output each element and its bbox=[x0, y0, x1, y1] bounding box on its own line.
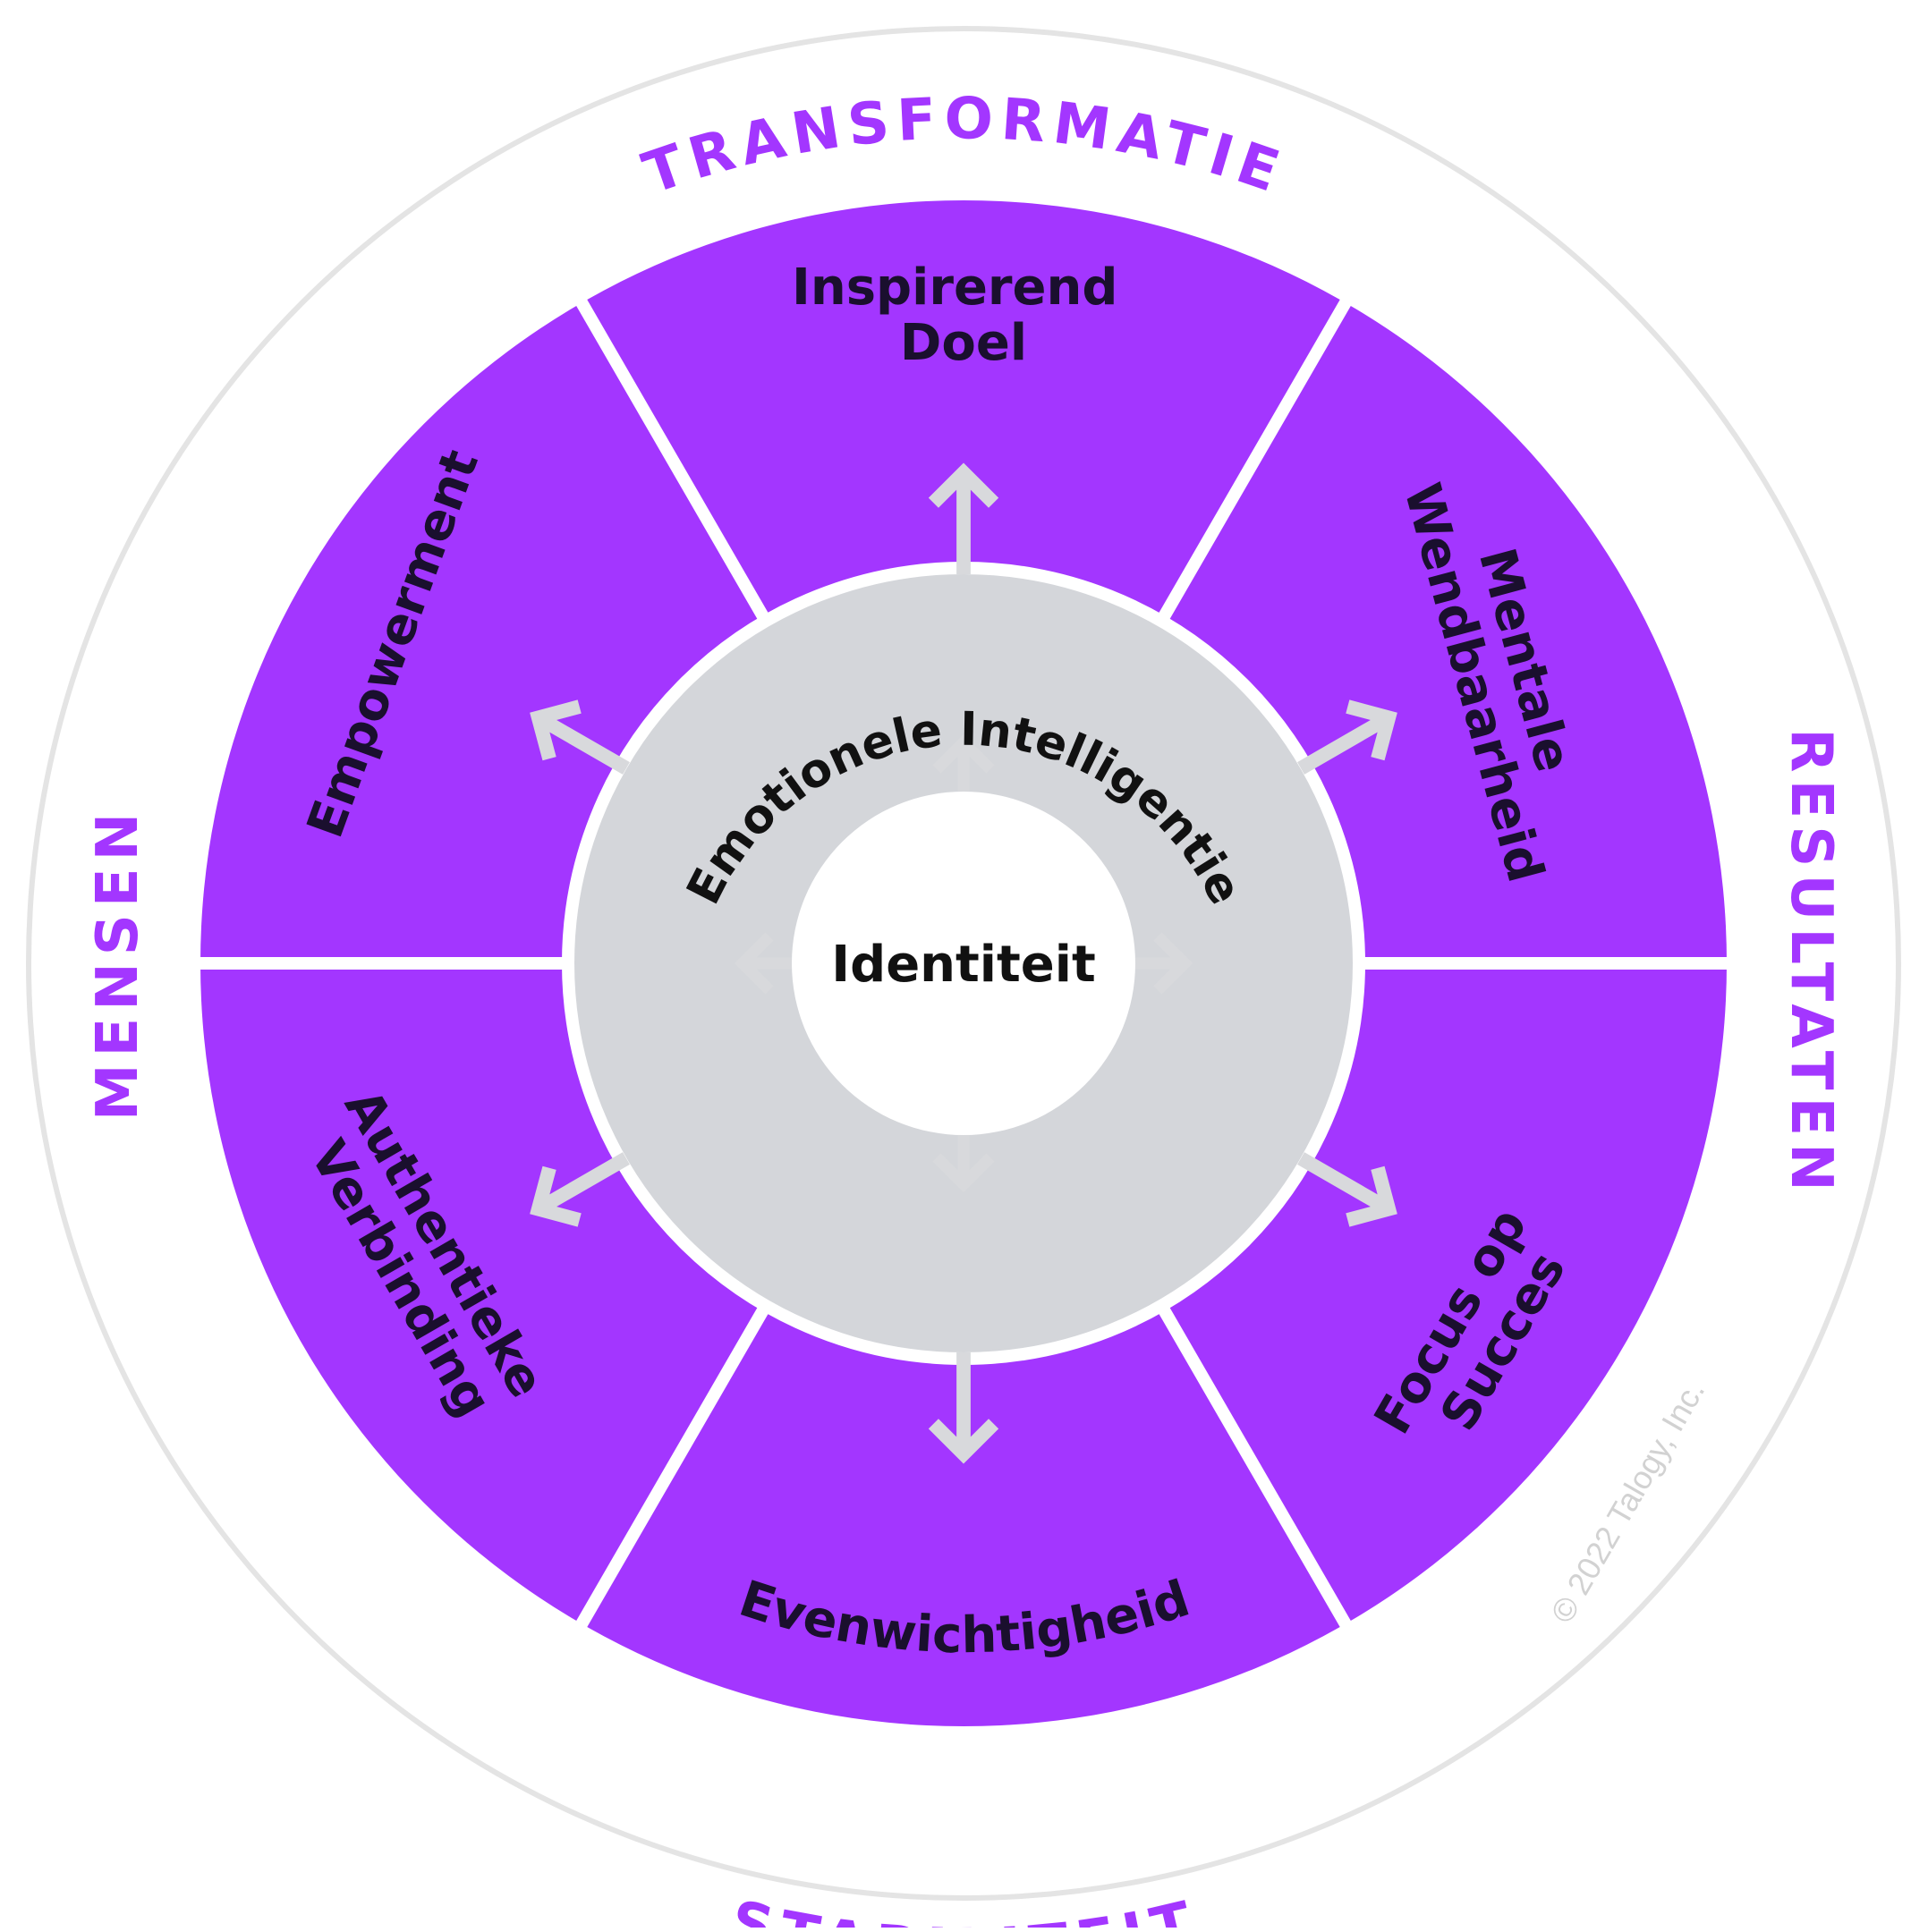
arrow-lower-left-icon bbox=[530, 1152, 630, 1227]
label-identiteit: Identiteit bbox=[831, 936, 1095, 994]
identity-core bbox=[792, 792, 1135, 1135]
arrow-lower-right-icon bbox=[1297, 1152, 1397, 1227]
label-resultaten: RESULTATEN bbox=[1778, 728, 1844, 1198]
arrow-upper-right-icon bbox=[1297, 699, 1397, 775]
segment-inspirerend-doel: Inspirerend Doel bbox=[792, 258, 1135, 372]
label-mensen: MENSEN bbox=[85, 806, 151, 1121]
arrow-up-icon bbox=[928, 462, 999, 574]
outer-arrows bbox=[530, 462, 1397, 1464]
arrow-upper-left-icon bbox=[530, 699, 630, 775]
arrow-down-icon bbox=[928, 1352, 999, 1464]
